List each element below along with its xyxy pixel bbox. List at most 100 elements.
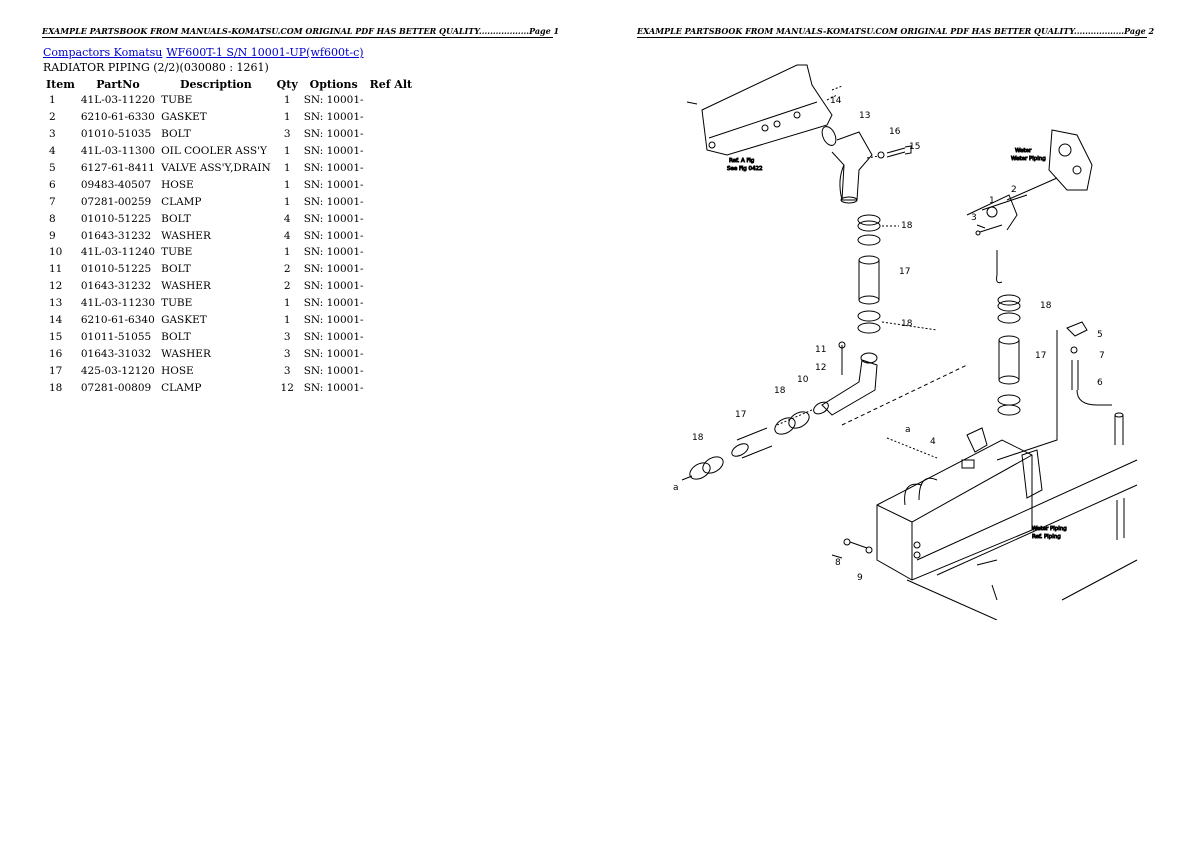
callout-5: 5 (1097, 330, 1103, 340)
cell-description: TUBE (161, 297, 193, 310)
cell-ref-alt (367, 379, 416, 396)
see-fig-note-2: See Fig 0422 (727, 166, 763, 172)
water-note-3: Water Piping (1032, 526, 1067, 532)
cell-item: 3 (49, 128, 56, 141)
column-header-description: Description (180, 78, 252, 91)
cell-description: TUBE (161, 94, 193, 107)
parts-diagram: Ref. A Fig See Fig 0422 (637, 60, 1147, 620)
cell-item: 17 (49, 364, 63, 377)
cell-partno: 01643-31032 (80, 347, 152, 360)
column-header-ref-alt: Ref Alt (369, 78, 413, 91)
cell-description: GASKET (161, 314, 207, 327)
cell-options: SN: 10001- (303, 229, 364, 242)
tube-13-elbow (821, 126, 873, 204)
cell-item: 4 (49, 145, 56, 158)
cell-item: 11 (49, 263, 63, 276)
cell-options: SN: 10001- (303, 297, 364, 310)
cell-partno: 01010-51035 (80, 128, 152, 141)
callout-11: 11 (815, 345, 826, 355)
cell-partno: 6210-61-6330 (80, 111, 155, 124)
cell-ref-alt (367, 176, 416, 193)
cell-ref-alt (367, 92, 416, 109)
cell-partno: 6127-61-8411 (80, 162, 155, 174)
callout-12: 12 (815, 363, 826, 373)
callout-4: 4 (930, 437, 936, 447)
cell-partno: 01643-31232 (80, 280, 152, 293)
cell-partno: 41L-03-11300 (80, 145, 156, 158)
cell-options: SN: 10001- (303, 111, 364, 124)
cell-qty: 1 (283, 111, 291, 124)
cell-ref-alt (367, 193, 416, 210)
cell-qty: 4 (283, 229, 291, 242)
callout-18-c: 18 (774, 386, 786, 396)
cell-item: 12 (49, 280, 63, 293)
cell-description: GASKET (161, 111, 207, 124)
cell-partno: 01011-51055 (80, 330, 152, 343)
callout-10: 10 (797, 375, 809, 385)
cell-item: 13 (49, 297, 63, 310)
cell-description: BOLT (161, 212, 191, 225)
cell-ref-alt (367, 143, 416, 160)
callout-15: 15 (909, 142, 920, 152)
cell-item: 5 (49, 162, 56, 174)
cell-item: 9 (49, 229, 56, 242)
callout-labels: 14 13 16 15 18 17 18 11 12 10 18 17 18 a… (673, 96, 1105, 583)
cell-qty: 2 (283, 280, 291, 293)
cell-options: SN: 10001- (303, 246, 364, 259)
bolt-8-washer-9 (831, 538, 873, 559)
cell-partno: 09483-40507 (80, 178, 152, 191)
cell-description: WASHER (161, 229, 211, 242)
cell-options: SN: 10001- (303, 280, 364, 293)
cell-partno: 07281-00809 (80, 381, 152, 394)
callout-14: 14 (830, 96, 842, 106)
callout-17-c: 17 (1035, 351, 1046, 361)
cell-options: SN: 10001- (303, 347, 364, 360)
cell-ref-alt (367, 345, 416, 362)
cell-options: SN: 10001- (303, 195, 364, 208)
column-header-qty: Qty (276, 78, 298, 91)
cell-qty: 1 (283, 94, 291, 107)
cell-qty: 1 (283, 246, 291, 259)
cell-description: CLAMP (161, 381, 202, 394)
water-note-4: Ref. Piping (1032, 534, 1061, 540)
cell-partno: 01010-51225 (80, 263, 152, 276)
cell-item: 18 (49, 381, 63, 394)
breadcrumb-category-link[interactable]: Compactors Komatsu (43, 46, 163, 59)
cell-options: SN: 10001- (303, 263, 364, 276)
cell-qty: 1 (283, 178, 291, 191)
callout-2: 2 (1011, 185, 1017, 195)
cell-description: HOSE (161, 364, 194, 377)
callout-3: 3 (971, 213, 977, 223)
cell-description: OIL COOLER ASS'Y (161, 145, 267, 158)
cell-qty: 1 (283, 145, 291, 158)
callout-18-d: 18 (692, 433, 704, 443)
engine-block-fragment (686, 64, 843, 156)
callout-18-b: 18 (901, 319, 913, 329)
cell-options: SN: 10001- (303, 364, 364, 377)
cell-ref-alt (367, 126, 416, 143)
cell-ref-alt (367, 210, 416, 227)
drain-valve-5-hose-6 (996, 321, 1124, 461)
breadcrumb-model-link[interactable]: WF600T-1 S/N 10001-UP(wf600t-c) (166, 46, 364, 59)
cell-partno: 41L-03-11220 (80, 94, 156, 107)
callout-17-b: 17 (735, 410, 746, 420)
cell-options: SN: 10001- (303, 162, 364, 174)
cell-ref-alt (367, 261, 416, 278)
page-header-2: EXAMPLE PARTSBOOK FROM MANUALS-KOMATSU.C… (637, 26, 1155, 38)
cell-options: SN: 10001- (303, 330, 364, 343)
callout-7: 7 (1099, 351, 1105, 361)
callout-a-1: a (673, 483, 679, 493)
cell-item: 16 (49, 347, 63, 360)
right-flange-tube-1 (966, 129, 1093, 284)
cell-partno: 41L-03-11240 (80, 246, 156, 259)
cell-ref-alt (367, 109, 416, 126)
cell-qty: 1 (283, 195, 291, 208)
cell-qty: 3 (283, 330, 291, 343)
cell-ref-alt (367, 295, 416, 312)
column-header-options: Options (309, 78, 358, 91)
